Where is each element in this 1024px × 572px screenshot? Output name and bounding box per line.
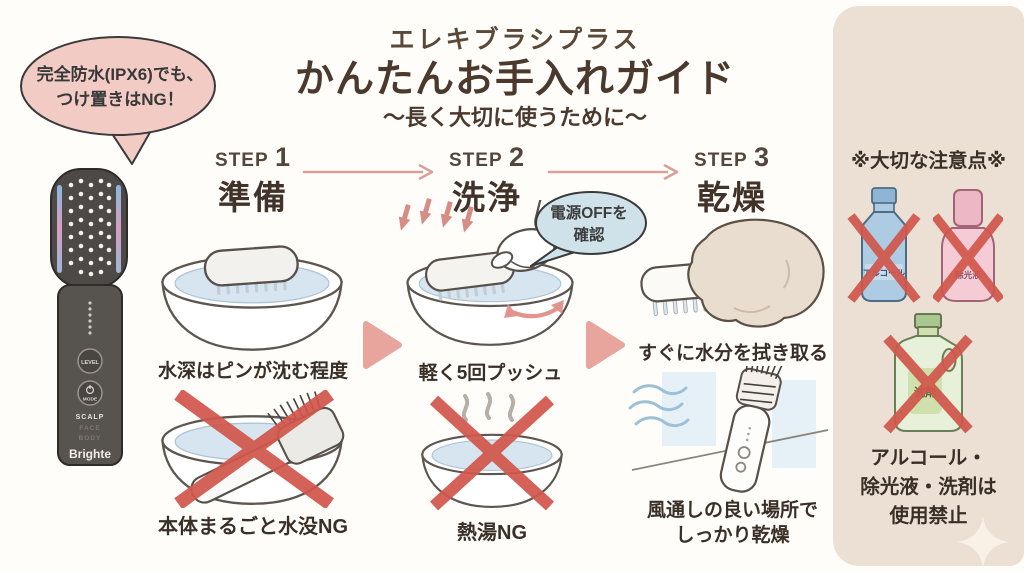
power-off-bubble xyxy=(527,190,649,270)
steam-icon xyxy=(461,392,516,422)
step3-header: STEP 3 乾燥 xyxy=(667,142,797,219)
drying-device xyxy=(719,366,783,493)
step2-number: 2 xyxy=(508,142,525,172)
notes-line3: 使用禁止 xyxy=(889,505,968,527)
level-indicator-dots xyxy=(88,301,92,335)
mode-scalp-label: SCALP xyxy=(76,414,105,421)
step3-label: STEP xyxy=(694,150,748,171)
step2-label: STEP xyxy=(449,150,503,171)
notes-heading: ※大切な注意点※ xyxy=(851,150,1006,172)
speech-bubble-icon xyxy=(20,36,216,165)
step-arrow-1 xyxy=(302,164,434,180)
swirl-arrow-icon xyxy=(504,300,564,319)
step3-dry-illustration xyxy=(628,366,833,496)
brush-device-image: LEVEL MODE SCALP FACE BODY Brighte xyxy=(38,165,140,470)
level-button xyxy=(77,348,103,374)
ng-cross-icon xyxy=(429,395,555,511)
wind-icon xyxy=(628,384,690,428)
step3-caption-bottom: 風通しの良い場所で しっかり乾燥 xyxy=(625,498,840,548)
step2-header: STEP 2 洗浄 xyxy=(422,142,552,219)
step2-caption-top: 軽く5回プッシュ xyxy=(418,363,563,384)
step1-header: STEP 1 準備 xyxy=(188,142,318,219)
header-brand-line: エレキブラシプラス xyxy=(389,26,641,54)
step3-caption-bottom-line1: 風通しの良い場所で xyxy=(646,500,818,521)
step3-title: 乾燥 xyxy=(697,179,767,216)
step1-title: 準備 xyxy=(218,179,288,216)
step1-number: 1 xyxy=(274,142,291,172)
ng-cross-icon xyxy=(883,334,973,434)
level-button-label: LEVEL xyxy=(81,360,99,366)
next-step-arrow-2 xyxy=(585,320,627,370)
step1-label: STEP xyxy=(215,150,269,171)
step2-ng-illustration xyxy=(408,392,576,514)
notes-text: アルコール・ 除光液・洗剤は 使用禁止 xyxy=(833,444,1024,531)
step3-towel-illustration xyxy=(636,218,832,333)
next-step-arrow-1 xyxy=(362,320,404,370)
callout-line2: つけ置きはNG！ xyxy=(56,90,184,109)
notes-panel: ※大切な注意点※ アルコール 除光液 xyxy=(833,6,1024,568)
mode-face-label: FACE xyxy=(79,425,100,432)
step3-number: 3 xyxy=(753,142,770,172)
notes-line1: アルコール・ xyxy=(870,447,987,469)
page-subtitle: 〜長く大切に使うために〜 xyxy=(382,105,647,130)
step2-wash-illustration xyxy=(396,200,586,352)
power-off-line2: 確認 xyxy=(573,227,605,244)
ng-cross-icon xyxy=(847,213,921,303)
step3-caption-top: すぐに水分を拭き取る xyxy=(637,343,828,364)
step1-soak-illustration xyxy=(146,238,358,356)
power-off-bubble-text: 電源OFFを 確認 xyxy=(537,203,641,247)
notes-line2: 除光液・洗剤は xyxy=(860,476,997,498)
brush-pins xyxy=(68,178,112,277)
product-brand-logo: Brighte xyxy=(69,447,111,461)
callout-text: 完全防水(IPX6)でも、 つけ置きはNG！ xyxy=(26,62,214,112)
sparkle-icon xyxy=(955,514,1011,570)
brush-head-floating xyxy=(203,245,299,296)
waterproof-callout xyxy=(12,34,227,166)
ng-cross-icon xyxy=(933,213,1003,303)
step2-caption-bottom: 熱湯NG xyxy=(457,522,527,544)
alcohol-label: アルコール xyxy=(863,268,906,278)
step3-caption-bottom-line2: しっかり乾燥 xyxy=(675,525,790,546)
led-strip-left xyxy=(57,185,62,273)
page-title: かんたんお手入れガイド xyxy=(294,58,735,101)
alcohol-bottle-icon: アルコール xyxy=(847,186,921,308)
remover-label: 除光液 xyxy=(955,270,981,280)
step-arrow-2 xyxy=(547,164,679,180)
towel-icon xyxy=(687,218,825,328)
step1-ng-illustration xyxy=(146,390,358,508)
power-off-line1: 電源OFFを xyxy=(550,205,628,222)
step1-caption-top: 水深はピンが沈む程度 xyxy=(157,361,348,382)
step2-title: 洗浄 xyxy=(452,179,522,216)
mode-button-label: MODE xyxy=(83,397,98,403)
mode-body-label: BODY xyxy=(79,435,102,442)
led-strip-right xyxy=(116,185,121,273)
step1-caption-bottom: 本体まるごと水没NG xyxy=(158,516,348,538)
detergent-bottle-icon: 洗剤 xyxy=(881,312,975,438)
ng-cross-icon xyxy=(174,390,334,508)
remover-bottle-icon: 除光液 xyxy=(933,186,1003,308)
push-down-arrows-icon xyxy=(398,196,490,238)
callout-line1: 完全防水(IPX6)でも、 xyxy=(36,65,204,84)
